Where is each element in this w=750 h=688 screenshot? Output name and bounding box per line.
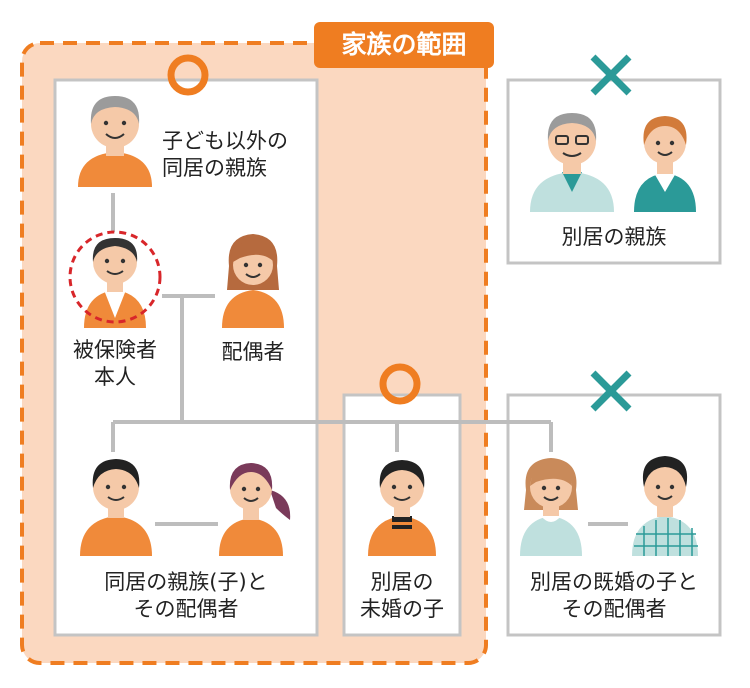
separate-grandmother-icon xyxy=(634,116,696,212)
married-child-spouse-icon xyxy=(632,456,698,556)
label-line: 別居の既婚の子と xyxy=(530,570,698,594)
label-line: 未婚の子 xyxy=(360,597,444,621)
separate-relatives-box xyxy=(506,78,722,265)
separate-relatives-label: 別居の親族 xyxy=(561,225,667,249)
cohabiting-child-icon xyxy=(80,459,152,556)
cohabiting-child-label: 同居の親族(子)と その配偶者 xyxy=(55,569,317,623)
circle-icon xyxy=(379,363,421,405)
insured-person-label: 被保険者 本人 xyxy=(55,337,175,391)
label-line: その配偶者 xyxy=(561,597,667,621)
label-line: 同居の親族(子)と xyxy=(104,570,268,594)
separate-unmarried-child-icon xyxy=(368,460,436,556)
separate-married-child-label: 別居の既婚の子と その配偶者 xyxy=(508,569,720,623)
label-line: 被保険者 xyxy=(73,338,157,362)
spouse-icon xyxy=(222,234,284,328)
label-line: 別居の xyxy=(370,570,434,594)
separate-married-child-icon xyxy=(520,458,582,556)
cross-icon xyxy=(590,370,632,412)
label-line: 子ども以外の xyxy=(162,129,288,153)
other-relatives-label: 子ども以外の 同居の親族 xyxy=(162,128,288,182)
child-spouse-icon xyxy=(219,463,291,556)
label-line: 本人 xyxy=(94,365,136,389)
separate-unmarried-child-label: 別居の 未婚の子 xyxy=(344,569,460,623)
circle-icon xyxy=(167,54,209,96)
separate-grandfather-icon xyxy=(530,113,614,212)
insured-highlight-ring xyxy=(68,230,162,324)
family-range-label: 家族の範囲 xyxy=(314,22,494,68)
label-line: 同居の親族 xyxy=(162,156,267,180)
cross-icon xyxy=(590,54,632,96)
spouse-label: 配偶者 xyxy=(221,340,285,364)
grandfather-icon xyxy=(78,96,152,187)
connector-lines xyxy=(111,193,628,526)
label-line: その配偶者 xyxy=(133,597,239,621)
